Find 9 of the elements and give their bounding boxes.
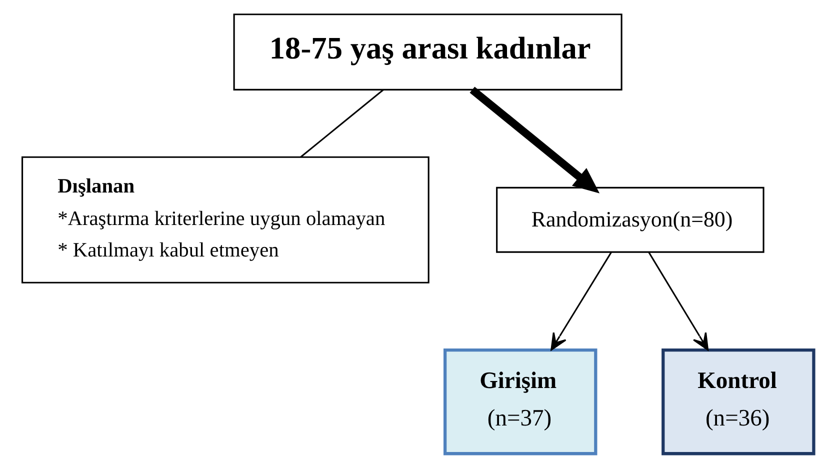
- node-box: 18-75 yaş arası kadınlar: [232, 14, 622, 90]
- connector: [300, 89, 384, 158]
- arrow: [469, 86, 600, 194]
- node-box: Dışlanan *Araştırma kriterlerine uygun olamayan * Katılmayı kabul etmeyen: [21, 156, 429, 284]
- arrow: [648, 252, 708, 350]
- node-box: Kontrol (n=36): [661, 348, 815, 456]
- node-box: Randomizasyon(n=80): [496, 186, 764, 253]
- arrow: [550, 252, 612, 350]
- node-box: Girişim (n=37): [443, 348, 597, 456]
